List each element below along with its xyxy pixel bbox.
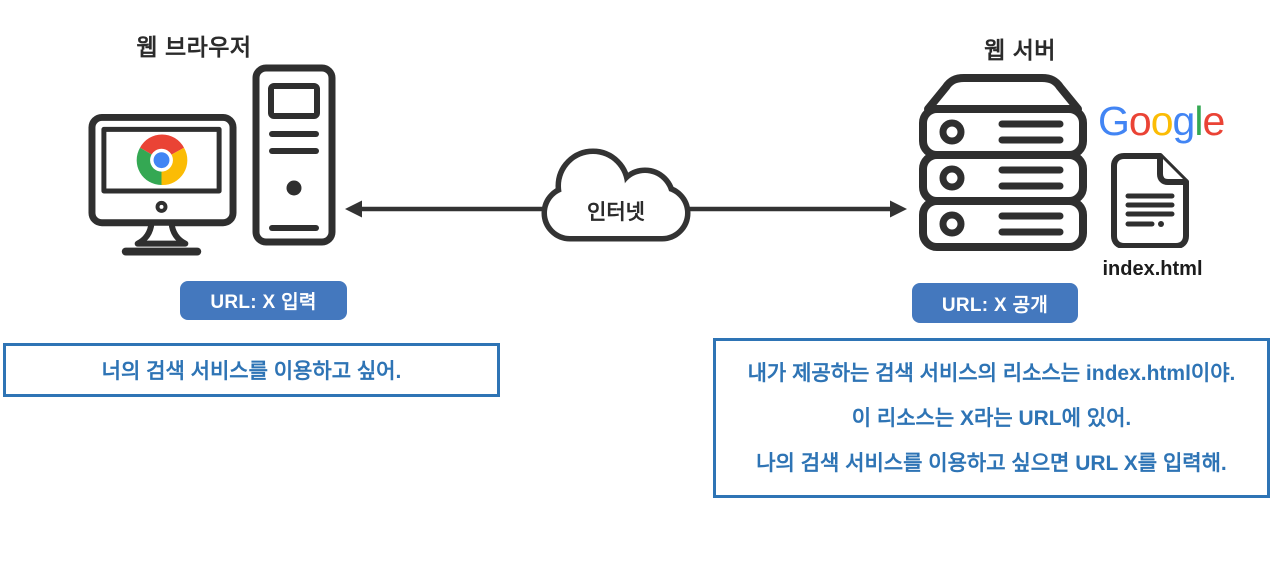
google-logo-letter: l	[1194, 98, 1203, 144]
server-title: 웹 서버	[984, 37, 1056, 63]
monitor-chrome-icon	[88, 113, 237, 256]
google-logo-letter: g	[1172, 98, 1196, 144]
google-logo: Google	[1098, 98, 1244, 145]
google-logo-letter: e	[1202, 98, 1225, 144]
google-logo-letter: o	[1150, 98, 1174, 144]
browser-speech-text: 너의 검색 서비스를 이용하고 싶어.	[101, 360, 402, 383]
browser-title: 웹 브라우저	[136, 34, 252, 60]
chrome-logo-icon	[136, 134, 188, 186]
server-speech-line: 내가 제공하는 검색 서비스의 리소스는 index.html이야.	[747, 361, 1236, 385]
google-logo-letter: o	[1128, 98, 1152, 144]
file-name-label: index.html	[1102, 258, 1203, 280]
server-stack-icon	[919, 74, 1087, 251]
server-url-badge: URL: X 공개	[912, 283, 1078, 323]
internet-cloud-icon	[541, 148, 691, 242]
browser-url-badge: URL: X 입력	[180, 281, 347, 320]
server-speech-box: 내가 제공하는 검색 서비스의 리소스는 index.html이야. 이 리소스…	[713, 338, 1270, 498]
browser-speech-box: 너의 검색 서비스를 이용하고 싶어.	[3, 343, 500, 397]
server-speech-line: 나의 검색 서비스를 이용하고 싶으면 URL X를 입력해.	[756, 451, 1227, 475]
google-logo-letter: G	[1098, 98, 1130, 144]
html-file-icon	[1111, 153, 1189, 248]
internet-label: 인터넷	[587, 201, 645, 224]
computer-tower-icon	[252, 64, 336, 246]
server-speech-line: 이 리소스는 X라는 URL에 있어.	[851, 406, 1132, 430]
